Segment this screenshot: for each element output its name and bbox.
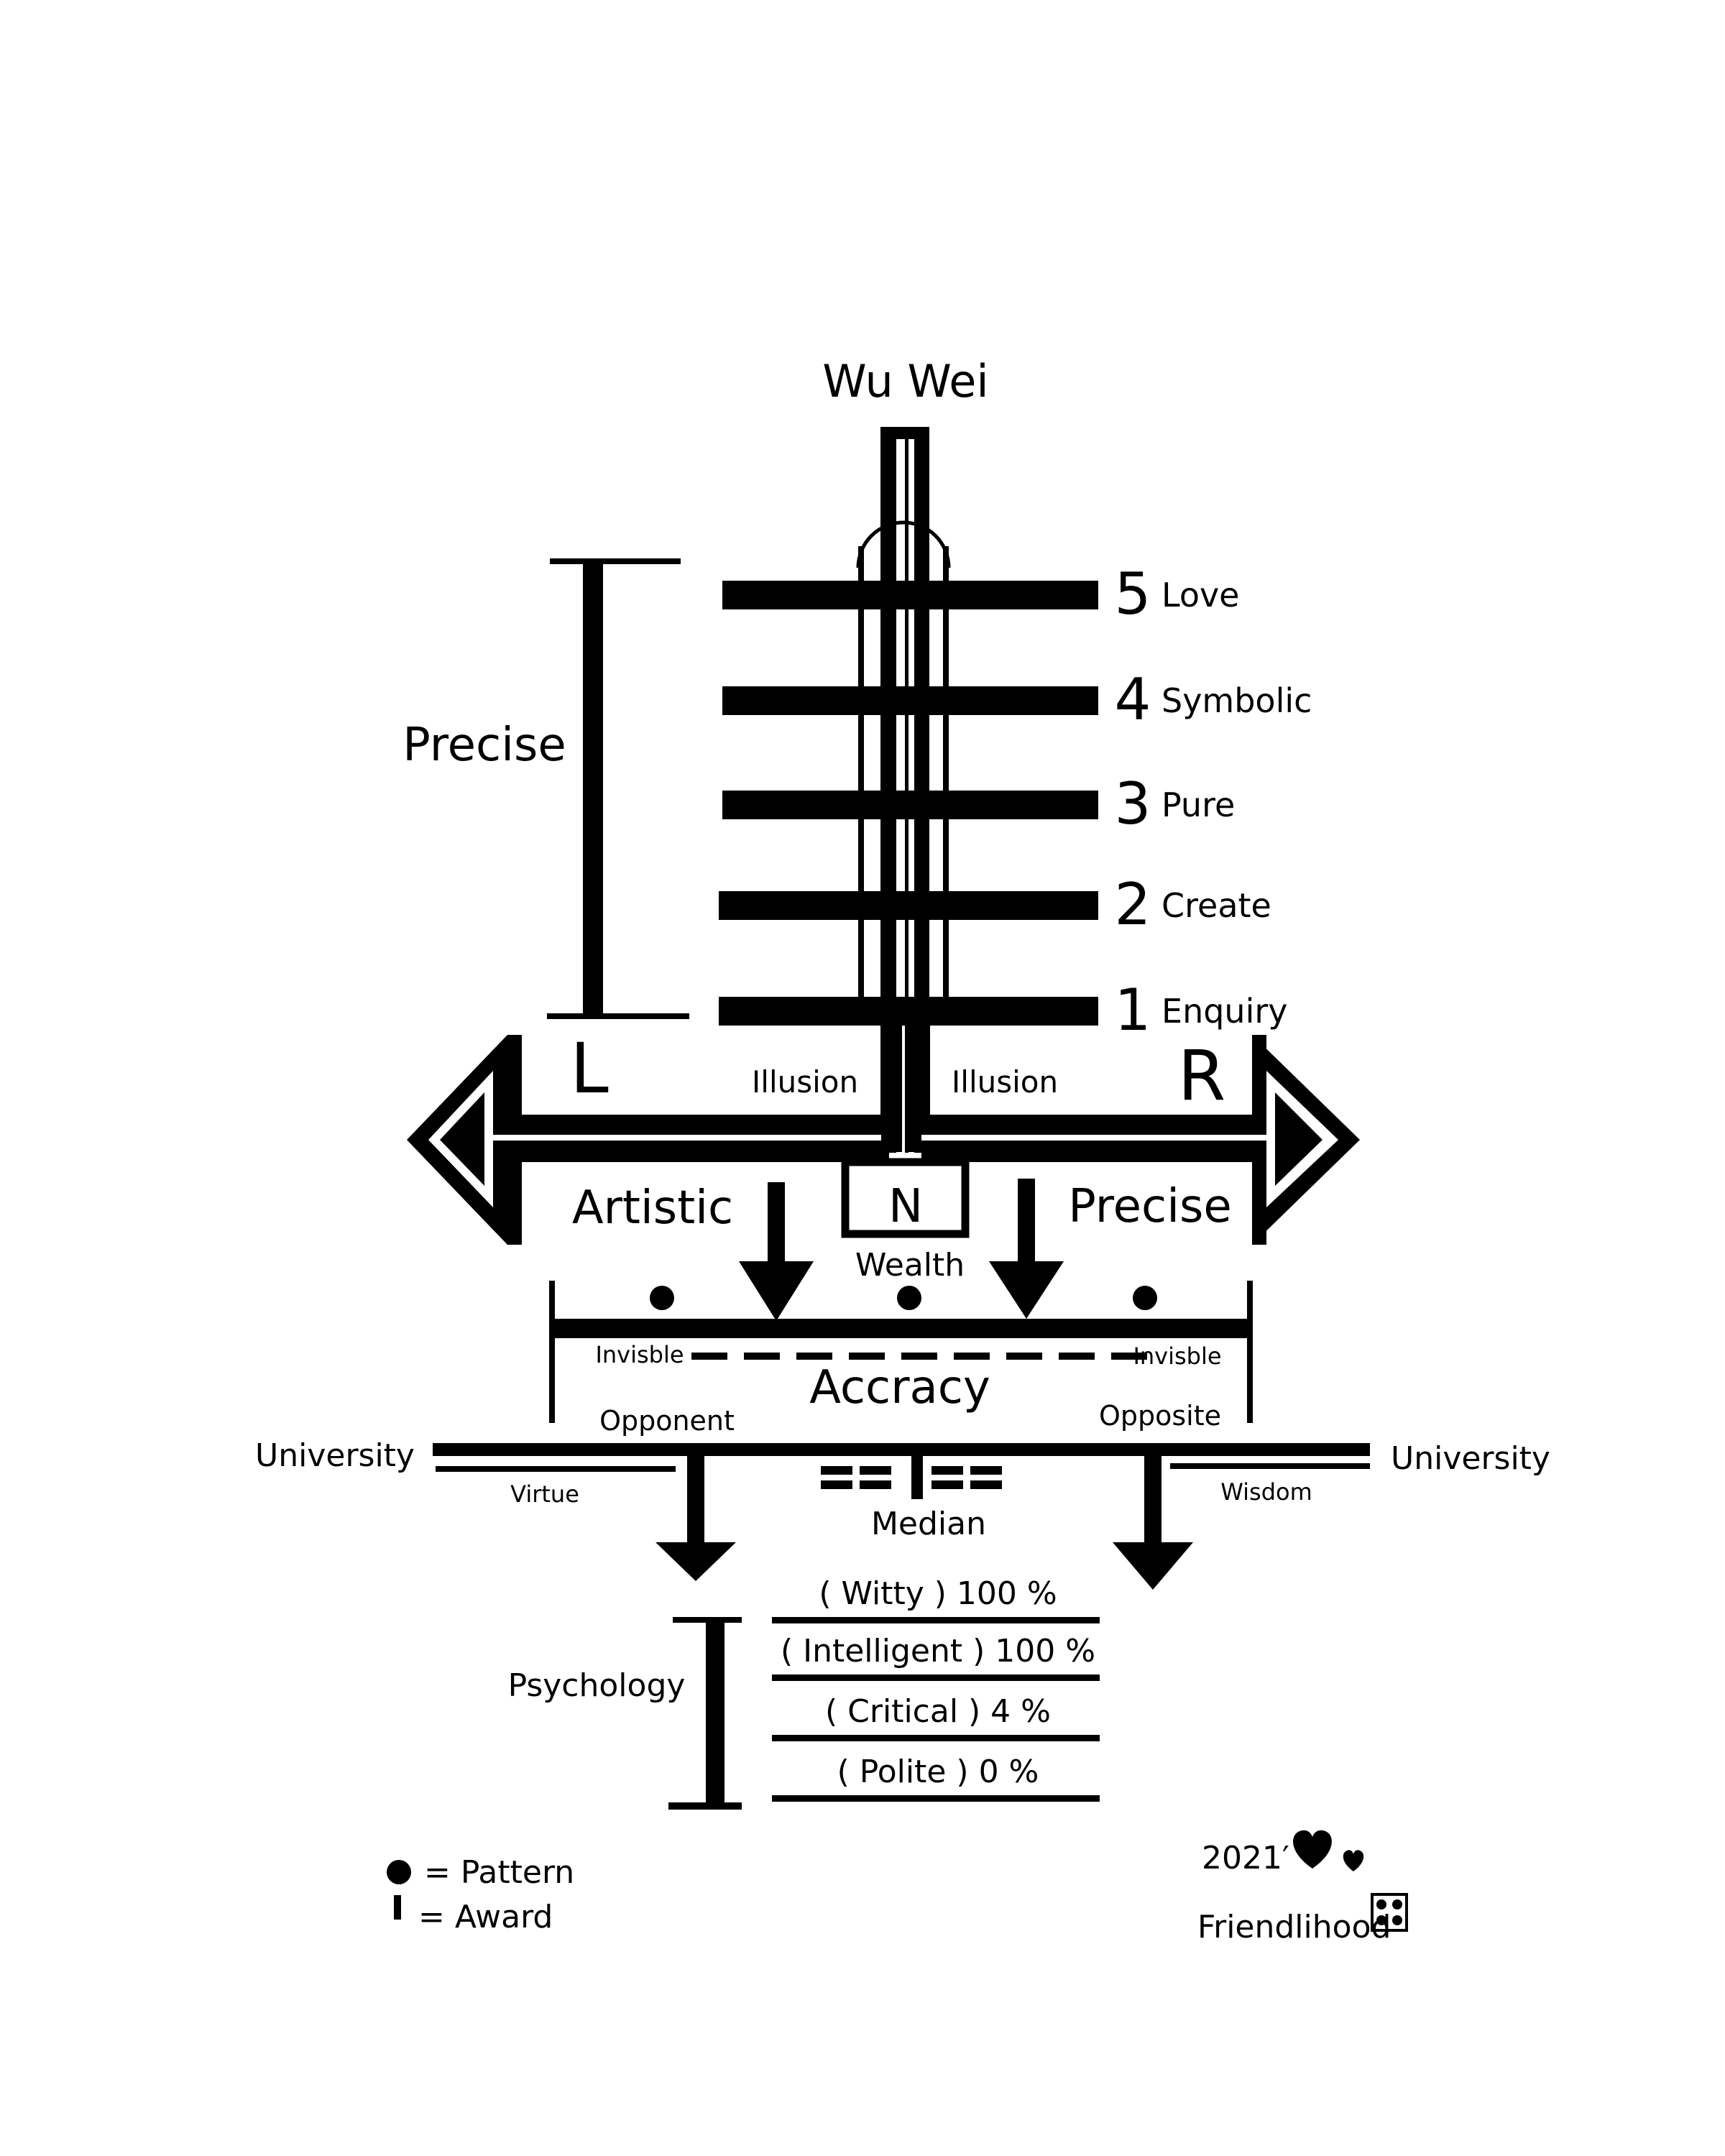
psychology-award-bracket bbox=[668, 1617, 742, 1810]
n-box bbox=[841, 1158, 970, 1238]
rung-number: 4 bbox=[1115, 666, 1151, 733]
ladder-rung-5 bbox=[722, 581, 1098, 609]
legend bbox=[387, 1860, 411, 1920]
trait-polite: ( Polite ) 0 % bbox=[837, 1754, 1039, 1790]
precise-bracket-label: Precise bbox=[402, 719, 566, 772]
precise-award-bracket bbox=[547, 558, 689, 1019]
award-icon bbox=[394, 1895, 401, 1920]
dash-segment bbox=[901, 1353, 937, 1360]
median-label: Median bbox=[871, 1506, 986, 1542]
trait-line bbox=[772, 1674, 1100, 1681]
rung-number: 5 bbox=[1115, 561, 1151, 627]
trait-line bbox=[772, 1735, 1100, 1741]
pattern-dot-left bbox=[650, 1286, 674, 1310]
left-illusion-label: Illusion bbox=[752, 1064, 858, 1100]
rung-label: Enquiry bbox=[1162, 992, 1288, 1031]
rung-label: Pure bbox=[1162, 786, 1235, 824]
rung-label: Symbolic bbox=[1162, 681, 1312, 720]
dash-segment bbox=[796, 1353, 832, 1360]
signature-name: Friendlihood bbox=[1197, 1909, 1391, 1945]
rung-number: 3 bbox=[1115, 770, 1151, 837]
trait-critical: ( Critical ) 4 % bbox=[825, 1693, 1051, 1730]
opponent-label: Opponent bbox=[599, 1405, 735, 1437]
central-column bbox=[856, 427, 951, 1153]
wealth-label: Wealth bbox=[855, 1247, 965, 1284]
right-letter-R: R bbox=[1178, 1036, 1226, 1116]
dice-icon bbox=[1371, 1893, 1408, 1932]
accracy-title: Accracy bbox=[809, 1361, 990, 1414]
university-right-label: University bbox=[1391, 1440, 1550, 1477]
dash-segment bbox=[849, 1353, 885, 1360]
invisible-right-label: Invisble bbox=[1133, 1342, 1221, 1370]
rung-label: Create bbox=[1162, 886, 1271, 925]
down-arrows-upper bbox=[739, 1179, 1064, 1321]
trait-line bbox=[772, 1617, 1100, 1623]
left-letter-L: L bbox=[570, 1028, 608, 1109]
ladder-rungs: 5 Love 4 Symbolic 3 Pure 2 Create 1 Enquiry bbox=[719, 561, 1312, 1044]
legend-award-label: = Award bbox=[418, 1899, 553, 1935]
psychology-label: Psychology bbox=[508, 1667, 686, 1704]
rung-label: Love bbox=[1162, 576, 1240, 614]
pattern-icon bbox=[387, 1860, 411, 1884]
n-box-letter: N bbox=[888, 1180, 923, 1233]
dash-segment bbox=[744, 1353, 780, 1360]
invisible-left-label: Invisble bbox=[595, 1341, 684, 1368]
pattern-dot-center bbox=[897, 1286, 921, 1310]
invisible-dashed-line bbox=[691, 1353, 1147, 1360]
psychology-traits: ( Witty ) 100 % ( Intelligent ) 100 % ( Cr… bbox=[772, 1575, 1100, 1802]
diagram-title: Wu Wei bbox=[822, 355, 988, 407]
trait-intelligent: ( Intelligent ) 100 % bbox=[781, 1633, 1095, 1669]
wisdom-label: Wisdom bbox=[1220, 1478, 1312, 1506]
dash-segment bbox=[691, 1353, 727, 1360]
pattern-dots bbox=[650, 1286, 1157, 1310]
opposite-label: Opposite bbox=[1099, 1400, 1221, 1432]
ladder-rung-2 bbox=[719, 891, 1098, 920]
trait-line bbox=[772, 1795, 1100, 1802]
dash-segment bbox=[954, 1353, 990, 1360]
artistic-label: Artistic bbox=[572, 1181, 733, 1235]
trait-witty: ( Witty ) 100 % bbox=[819, 1575, 1057, 1612]
signature-year: 2021′ bbox=[1202, 1840, 1289, 1876]
legend-pattern-label: = Pattern bbox=[424, 1854, 574, 1891]
dash-segment bbox=[1111, 1353, 1147, 1360]
right-illusion-label: Illusion bbox=[952, 1064, 1058, 1100]
rung-number: 1 bbox=[1115, 977, 1151, 1044]
small-heart-icon bbox=[1343, 1850, 1364, 1871]
right-precise-label: Precise bbox=[1068, 1180, 1231, 1233]
heart-icon bbox=[1293, 1830, 1332, 1869]
left-arrow bbox=[407, 1006, 889, 1245]
rung-number: 2 bbox=[1115, 871, 1151, 938]
accuracy-bracket bbox=[549, 1281, 1253, 1423]
university-left-label: University bbox=[255, 1437, 415, 1474]
dash-segment bbox=[1006, 1353, 1042, 1360]
ladder-rung-3 bbox=[722, 791, 1098, 819]
right-arrow bbox=[921, 1035, 1360, 1245]
pattern-dot-right bbox=[1133, 1286, 1157, 1310]
virtue-label: Virtue bbox=[510, 1480, 579, 1508]
university-bar bbox=[433, 1443, 1370, 1590]
ladder-rung-4 bbox=[722, 686, 1098, 715]
dash-segment bbox=[1059, 1353, 1095, 1360]
